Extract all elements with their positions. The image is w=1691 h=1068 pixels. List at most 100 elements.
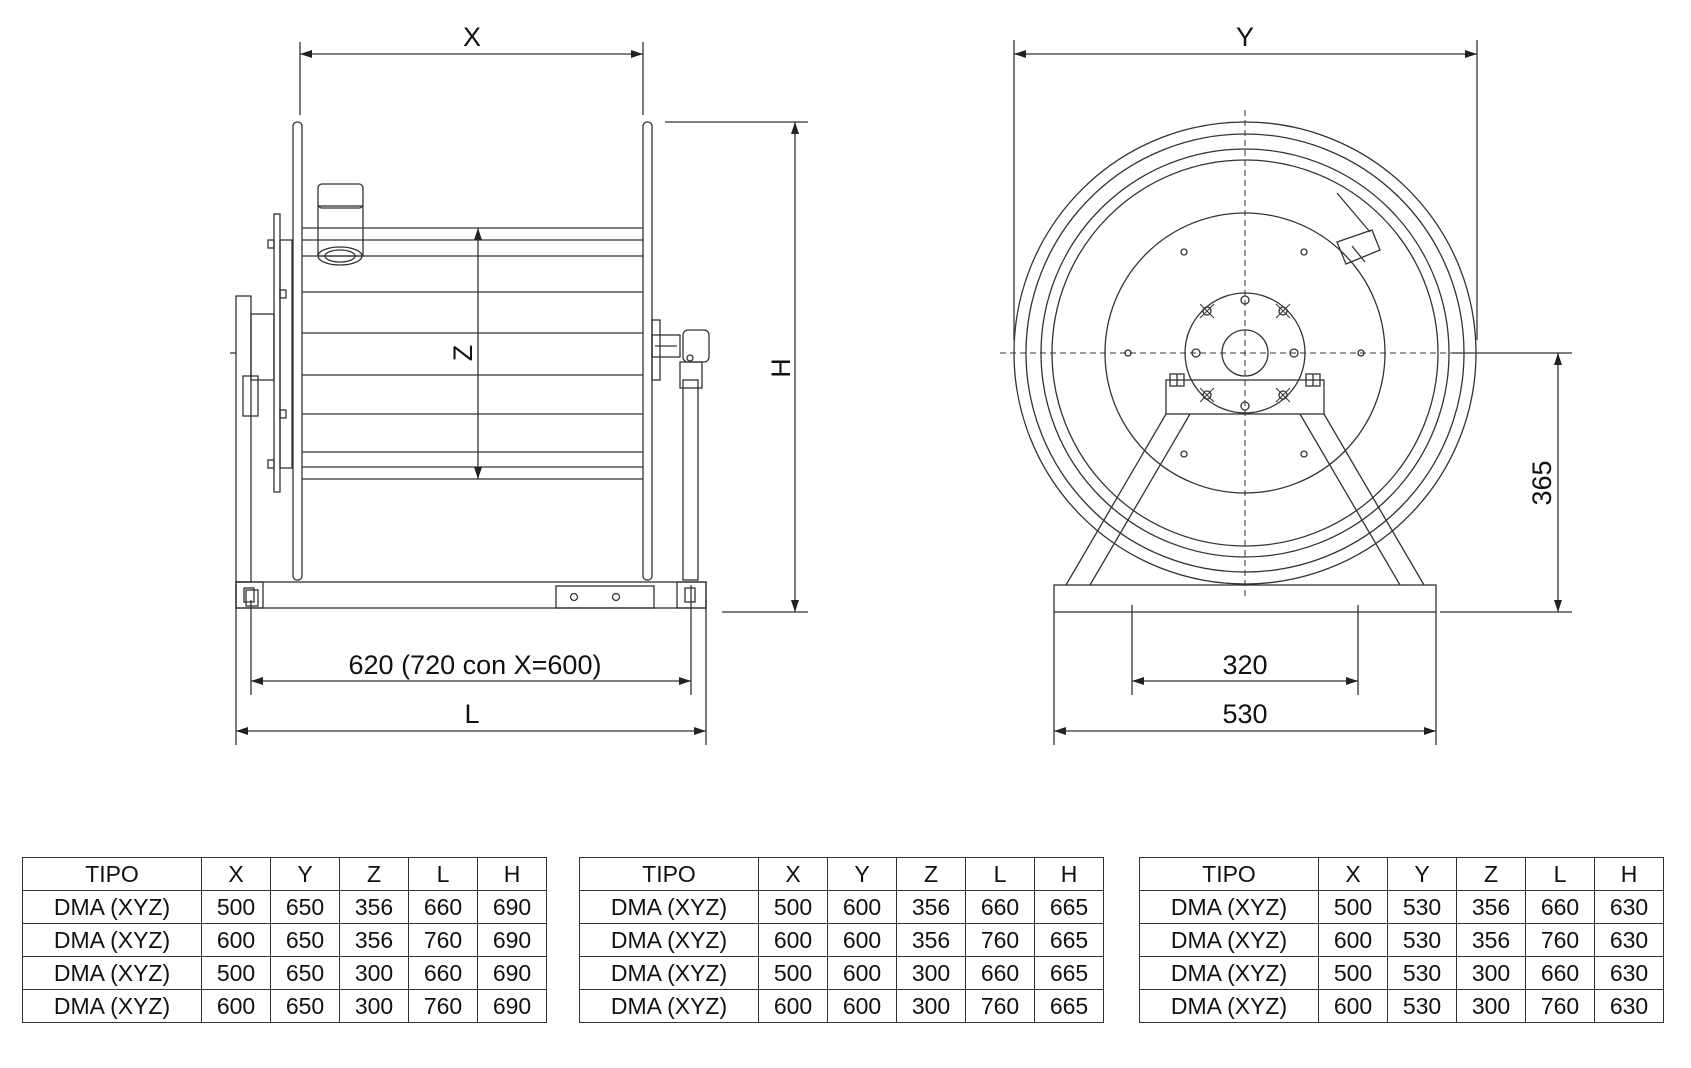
table-cell: 300 bbox=[339, 989, 409, 1023]
table-cell: 660 bbox=[408, 956, 478, 990]
spec-table-1: TIPO X Y Z L H DMA (XYZ) 500 650 356 660… bbox=[22, 857, 547, 1023]
header-cell: H bbox=[477, 857, 547, 891]
table-cell: DMA (XYZ) bbox=[579, 956, 759, 990]
table-cell: 356 bbox=[896, 890, 966, 924]
table-row: DMA (XYZ) 500 530 356 660 630 bbox=[1139, 890, 1664, 924]
table-cell: 690 bbox=[477, 923, 547, 957]
table-cell: 660 bbox=[408, 890, 478, 924]
table-cell: 760 bbox=[1525, 923, 1595, 957]
table-cell: 500 bbox=[758, 890, 828, 924]
table-row: DMA (XYZ) 500 530 300 660 630 bbox=[1139, 956, 1664, 990]
table-cell: 760 bbox=[408, 989, 478, 1023]
table-cell: 600 bbox=[1318, 923, 1388, 957]
table-cell: 356 bbox=[1456, 923, 1526, 957]
table-cell: 600 bbox=[201, 989, 271, 1023]
table-row: DMA (XYZ) 600 530 300 760 630 bbox=[1139, 989, 1664, 1023]
side-view bbox=[230, 42, 808, 745]
table-cell: 630 bbox=[1594, 890, 1664, 924]
table-cell: 650 bbox=[270, 989, 340, 1023]
table-cell: 630 bbox=[1594, 989, 1664, 1023]
table-row: DMA (XYZ) 600 650 300 760 690 bbox=[22, 989, 547, 1023]
header-cell: Y bbox=[1387, 857, 1457, 891]
table-cell: 500 bbox=[1318, 956, 1388, 990]
table-cell: 660 bbox=[965, 890, 1035, 924]
side-dim-x: X bbox=[463, 22, 481, 52]
spec-table-3: TIPO X Y Z L H DMA (XYZ) 500 530 356 660… bbox=[1139, 857, 1664, 1023]
table-cell: 500 bbox=[201, 890, 271, 924]
table-cell: DMA (XYZ) bbox=[579, 989, 759, 1023]
table-row: DMA (XYZ) 500 650 356 660 690 bbox=[22, 890, 547, 924]
table-cell: 500 bbox=[201, 956, 271, 990]
table-cell: DMA (XYZ) bbox=[1139, 956, 1319, 990]
table-cell: 356 bbox=[339, 890, 409, 924]
table-cell: 760 bbox=[965, 923, 1035, 957]
table-row: DMA (XYZ) 600 600 300 760 665 bbox=[579, 989, 1104, 1023]
table-cell: 300 bbox=[1456, 956, 1526, 990]
table-cell: 665 bbox=[1034, 989, 1104, 1023]
table-cell: 600 bbox=[827, 923, 897, 957]
table-cell: 665 bbox=[1034, 956, 1104, 990]
table-cell: 760 bbox=[408, 923, 478, 957]
table-cell: DMA (XYZ) bbox=[579, 923, 759, 957]
table-cell: 650 bbox=[270, 956, 340, 990]
header-cell: L bbox=[1525, 857, 1595, 891]
header-cell: H bbox=[1594, 857, 1664, 891]
table-cell: DMA (XYZ) bbox=[22, 890, 202, 924]
table-row: DMA (XYZ) 600 650 356 760 690 bbox=[22, 923, 547, 957]
header-cell: Z bbox=[339, 857, 409, 891]
table-cell: 650 bbox=[270, 923, 340, 957]
header-cell: Z bbox=[1456, 857, 1526, 891]
table-cell: 690 bbox=[477, 890, 547, 924]
table-cell: 600 bbox=[1318, 989, 1388, 1023]
table-row: DMA (XYZ) 500 600 300 660 665 bbox=[579, 956, 1104, 990]
header-cell: TIPO bbox=[1139, 857, 1319, 891]
table-cell: 500 bbox=[1318, 890, 1388, 924]
table-cell: 690 bbox=[477, 989, 547, 1023]
table-cell: 530 bbox=[1387, 956, 1457, 990]
table-cell: 760 bbox=[1525, 989, 1595, 1023]
header-cell: X bbox=[201, 857, 271, 891]
header-cell: Z bbox=[896, 857, 966, 891]
table-header-row: TIPO X Y Z L H bbox=[22, 857, 547, 891]
front-dim-outer-base: 530 bbox=[1222, 699, 1267, 729]
table-row: DMA (XYZ) 600 600 356 760 665 bbox=[579, 923, 1104, 957]
table-cell: 630 bbox=[1594, 956, 1664, 990]
table-cell: 660 bbox=[965, 956, 1035, 990]
spec-table-2: TIPO X Y Z L H DMA (XYZ) 500 600 356 660… bbox=[579, 857, 1104, 1023]
table-cell: 356 bbox=[1456, 890, 1526, 924]
header-cell: Y bbox=[270, 857, 340, 891]
header-cell: X bbox=[758, 857, 828, 891]
table-cell: 600 bbox=[758, 989, 828, 1023]
table-cell: 600 bbox=[827, 956, 897, 990]
table-cell: 660 bbox=[1525, 956, 1595, 990]
table-cell: 530 bbox=[1387, 923, 1457, 957]
table-cell: 600 bbox=[827, 890, 897, 924]
header-cell: TIPO bbox=[22, 857, 202, 891]
table-row: DMA (XYZ) 500 600 356 660 665 bbox=[579, 890, 1104, 924]
header-cell: TIPO bbox=[579, 857, 759, 891]
table-cell: 650 bbox=[270, 890, 340, 924]
table-cell: 630 bbox=[1594, 923, 1664, 957]
header-cell: Y bbox=[827, 857, 897, 891]
front-dim-y: Y bbox=[1236, 22, 1254, 52]
table-row: DMA (XYZ) 600 530 356 760 630 bbox=[1139, 923, 1664, 957]
table-cell: 760 bbox=[965, 989, 1035, 1023]
table-cell: 356 bbox=[339, 923, 409, 957]
side-dim-h: H bbox=[766, 358, 796, 378]
side-dim-l: L bbox=[464, 699, 479, 729]
table-cell: DMA (XYZ) bbox=[1139, 989, 1319, 1023]
table-row: DMA (XYZ) 500 650 300 660 690 bbox=[22, 956, 547, 990]
table-cell: DMA (XYZ) bbox=[579, 890, 759, 924]
front-dim-height: 365 bbox=[1527, 460, 1557, 505]
table-cell: 300 bbox=[896, 989, 966, 1023]
table-cell: DMA (XYZ) bbox=[22, 956, 202, 990]
table-header-row: TIPO X Y Z L H bbox=[579, 857, 1104, 891]
table-cell: DMA (XYZ) bbox=[22, 989, 202, 1023]
front-dim-inner-base: 320 bbox=[1222, 650, 1267, 680]
technical-drawing: X H Z 620 (720 con X=600) L bbox=[230, 22, 1572, 745]
front-view bbox=[1000, 40, 1572, 745]
side-dim-base: 620 (720 con X=600) bbox=[349, 650, 602, 680]
side-dim-z: Z bbox=[448, 345, 478, 362]
table-cell: DMA (XYZ) bbox=[1139, 923, 1319, 957]
table-header-row: TIPO X Y Z L H bbox=[1139, 857, 1664, 891]
